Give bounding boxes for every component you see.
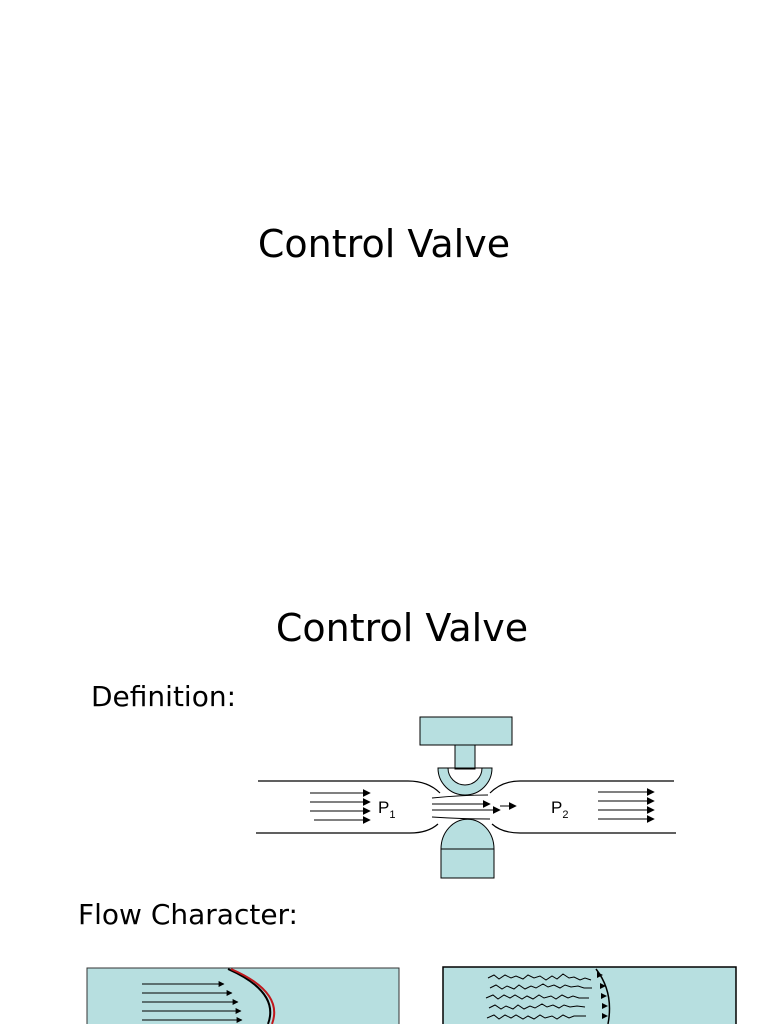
turbulent-flow-diagram bbox=[442, 966, 737, 1024]
content-slide: Control Valve Definition: bbox=[0, 512, 768, 1024]
upstream-pressure-label: P1 bbox=[378, 798, 395, 821]
slide-title: Control Valve bbox=[257, 222, 511, 266]
throat-flow-arrows bbox=[431, 794, 517, 820]
upstream-flow-arrows bbox=[310, 789, 371, 824]
laminar-velocity-profile bbox=[227, 968, 272, 1024]
valve-plug bbox=[437, 767, 493, 796]
downstream-flow-arrows bbox=[598, 788, 655, 823]
pipe-wall-top-curve-right bbox=[489, 780, 521, 794]
pipe-wall-top-curve-left bbox=[407, 780, 441, 794]
pipe-wall-bottom-curve-left bbox=[409, 823, 439, 834]
pipe-wall-bottom-curve-right bbox=[491, 823, 521, 834]
title-slide: Control Valve bbox=[257, 222, 511, 266]
laminar-flow-diagram bbox=[86, 967, 400, 1024]
downstream-pressure-label: P2 bbox=[551, 798, 568, 821]
definition-label: Definition: bbox=[91, 680, 237, 713]
flow-character-label: Flow Character: bbox=[78, 898, 298, 931]
slide-title: Control Valve bbox=[275, 606, 529, 650]
valve-stem bbox=[454, 744, 476, 770]
control-valve-diagram: P1 P2 bbox=[256, 716, 676, 879]
